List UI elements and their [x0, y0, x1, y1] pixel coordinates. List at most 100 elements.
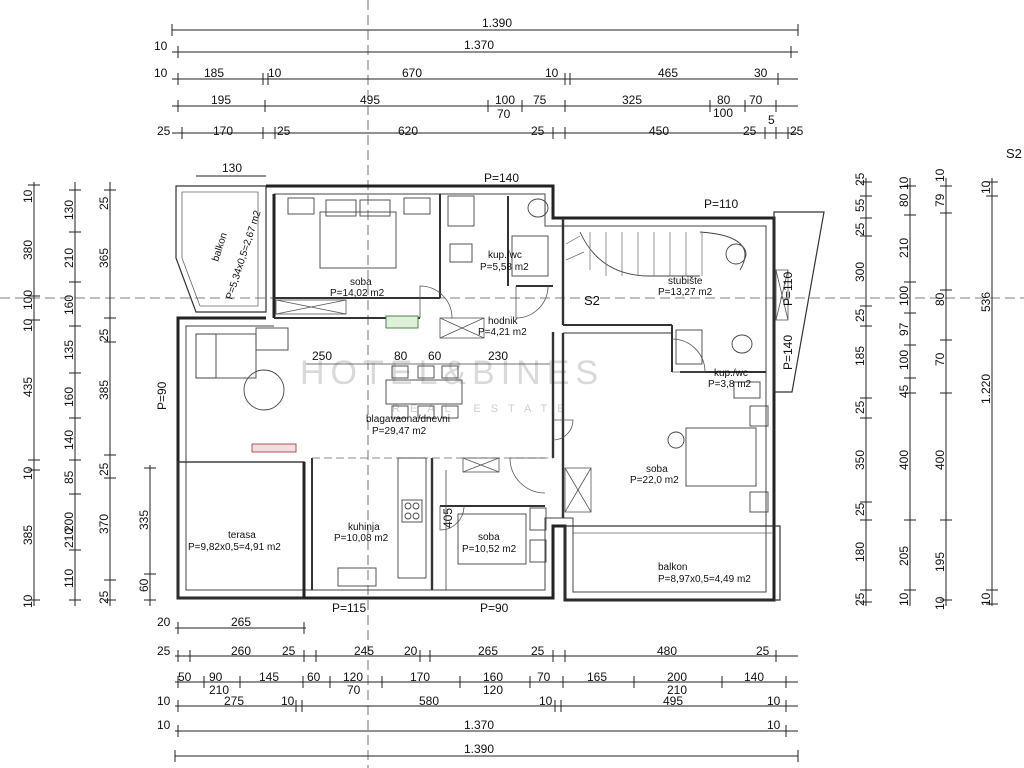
dim-right-c2-0: 10 [897, 176, 911, 190]
dim-left-c3-4: 25 [97, 462, 111, 476]
dim-bot-r3-8: 160 [483, 670, 503, 684]
dim-bot-r4-6: 10 [767, 694, 781, 708]
dim-left-c2-0: 130 [62, 200, 76, 220]
room-label-kup-wc-2: kup./wc P=3,8 m2 [708, 368, 752, 390]
dim-bot-r4-5: 495 [663, 694, 683, 708]
dim-bot-r5-2: 10 [767, 718, 781, 732]
dim-left-c1-2: 100 [21, 290, 35, 310]
room-name: kup./wc [714, 368, 748, 379]
room-label-kup-wc-1: kup./wc P=5,58 m2 [480, 250, 529, 273]
room-name: blagavaona/dnevni [366, 414, 450, 425]
dim-bot-r5-1: 1.370 [464, 718, 494, 732]
dim-left-c1-1: 380 [21, 240, 35, 260]
room-area: P=9,82x0,5=4,91 m2 [188, 542, 281, 553]
dim-left-c3-2: 25 [97, 328, 111, 342]
dim-right-c2-6: 45 [897, 384, 911, 398]
dim-left-c4-0: 335 [137, 510, 151, 530]
dim-bot-r2-4: 20 [404, 644, 418, 658]
dim-right-c2-3: 100 [897, 286, 911, 306]
room-area: P=13,27 m2 [658, 287, 713, 298]
perimeter-left: P=90 [155, 381, 169, 410]
dim-right-c1-5: 185 [853, 346, 867, 366]
dim-bot-r3-12: 200 [667, 670, 687, 684]
room-area: P=22,0 m2 [630, 475, 679, 486]
dim-left-c2-8: 210 [62, 528, 76, 548]
dim-right-c2-1: 80 [897, 193, 911, 207]
dim-left-c1-5: 10 [21, 466, 35, 480]
dim-right-c3-2: 80 [933, 292, 947, 306]
dim-top-r4-0: 195 [211, 93, 231, 107]
dim-left-c1-3: 10 [21, 318, 35, 332]
room-area: P=8,97x0,5=4,49 m2 [658, 574, 751, 585]
window-markers [275, 269, 789, 513]
dim-left-c2-2: 160 [62, 295, 76, 315]
room-name: terasa [228, 530, 256, 541]
dim-right-c2-5: 100 [897, 350, 911, 370]
dim-right-c4-1: 536 [979, 292, 993, 312]
perimeter-bottom-mid: P=90 [480, 601, 509, 615]
room-label-kuhinja: kuhinja P=10,08 m2 [334, 522, 389, 544]
dim-bot-r3-2: 210 [209, 683, 229, 697]
perimeter-top-left: P=140 [484, 171, 519, 185]
dim-left-c3-1: 365 [97, 248, 111, 268]
dim-top-r4-8: 70 [749, 93, 763, 107]
dim-top-r3-0: 10 [154, 66, 168, 80]
dim-right-c2-8: 205 [897, 546, 911, 566]
dim-right-c4-0: 10 [979, 180, 993, 194]
dim-right-c3-6: 10 [933, 596, 947, 610]
room-name: balkon [210, 232, 230, 263]
inner-dim-250: 250 [312, 349, 332, 363]
inner-dim-60: 60 [428, 349, 442, 363]
dim-bot-r2-0: 25 [157, 644, 171, 658]
dim-top-r5-2: 25 [277, 124, 291, 138]
dim-top-overall: 1.390 [482, 16, 512, 30]
dim-top-r2-0: 10 [154, 39, 168, 53]
dim-left-c1-4: 435 [21, 377, 35, 397]
dim-right-c1-1: 55 [853, 198, 867, 212]
dim-bot-r3-11: 165 [587, 670, 607, 684]
room-area: P=29,47 m2 [372, 426, 427, 437]
top-dimension-lines [171, 24, 799, 139]
dim-bot-r4-3: 580 [419, 694, 439, 708]
dim-top-r3-4: 10 [545, 66, 559, 80]
room-area: P=3,8 m2 [708, 379, 752, 390]
room-name: kup./wc [488, 250, 522, 261]
dim-left-c1-7: 10 [21, 594, 35, 608]
perimeter-right-mid: P=140 [781, 335, 795, 370]
dim-left-c3-3: 385 [97, 380, 111, 400]
dim-right-c2-9: 10 [897, 592, 911, 606]
dim-top-r3-1: 185 [204, 66, 224, 80]
dim-bot-r2-8: 25 [756, 644, 770, 658]
dim-left-c2-4: 160 [62, 387, 76, 407]
dim-right-c1-9: 180 [853, 542, 867, 562]
dim-left-c2-3: 135 [62, 340, 76, 360]
dim-top-r4-2: 100 [495, 93, 515, 107]
room-name: soba [478, 532, 500, 543]
perimeter-right-top: P=110 [781, 272, 795, 306]
dim-top-r5-0: 25 [157, 124, 171, 138]
dim-bot-r2-5: 265 [478, 644, 498, 658]
perimeter-bottom-left: P=115 [332, 601, 366, 615]
dim-bot-r4-2: 10 [281, 694, 295, 708]
room-name: soba [646, 464, 668, 475]
dim-bot-r3-4: 60 [307, 670, 321, 684]
dim-top-r4-3: 70 [497, 107, 511, 121]
room-name: kuhinja [348, 522, 380, 533]
room-label-blagavaona: blagavaona/dnevni P=29,47 m2 [366, 414, 450, 437]
inner-dim-230: 230 [488, 349, 508, 363]
dim-right-c2-4: 97 [897, 322, 911, 336]
dim-left-c1-0: 10 [21, 189, 35, 203]
right-dimension-lines [860, 178, 998, 606]
building-walls [175, 184, 825, 602]
room-area: P=5,58 m2 [480, 262, 529, 273]
dim-top-r5-3: 620 [398, 124, 418, 138]
dim-right-c2-2: 210 [897, 238, 911, 258]
dim-right-c4-3: 10 [979, 592, 993, 606]
dim-bot-r3-10: 70 [537, 670, 551, 684]
room-label-stubiste: stubište P=13,27 m2 [658, 276, 713, 298]
dim-bot-r4-0: 10 [157, 694, 171, 708]
dim-right-c3-0: 10 [933, 168, 947, 182]
dim-bot-r3-0: 50 [178, 670, 192, 684]
